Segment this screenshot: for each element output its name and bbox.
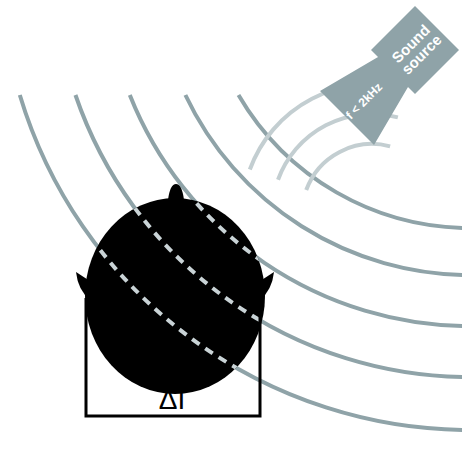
speaker-outline bbox=[300, 0, 462, 150]
dashed-wave bbox=[130, 95, 462, 326]
dimension-label: ΔI bbox=[159, 384, 185, 416]
wave-arc bbox=[20, 95, 462, 430]
dashed-wave bbox=[185, 95, 462, 275]
speaker-shape bbox=[320, 6, 459, 145]
nose bbox=[168, 184, 184, 200]
sound-source: Sound sourcef < 2kHz bbox=[300, 0, 462, 150]
dimension-bracket bbox=[86, 298, 260, 416]
head bbox=[85, 198, 265, 394]
near-wave-arc bbox=[306, 144, 390, 190]
dashed-wave bbox=[75, 95, 462, 377]
dashed-wave bbox=[20, 95, 462, 430]
waves-through-head bbox=[20, 95, 462, 430]
sound-waves bbox=[20, 95, 462, 430]
